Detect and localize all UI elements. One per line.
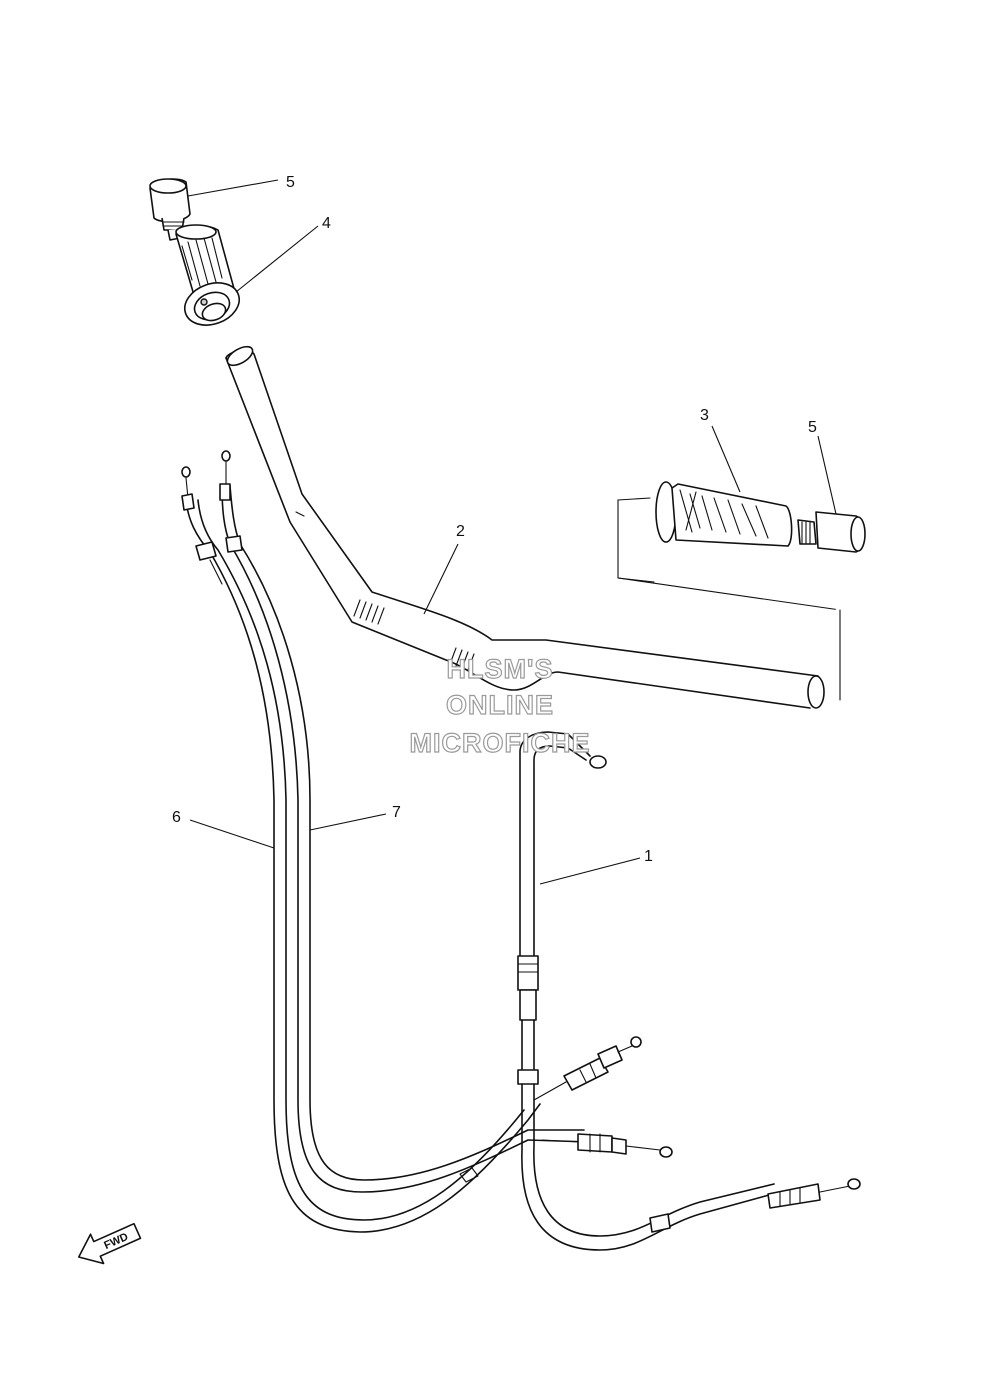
throttle-cable-7	[219, 450, 591, 1193]
callout-labels: 5 4 3 5 2 6 7 1	[172, 174, 817, 865]
callout-4: 4	[322, 215, 331, 232]
cable-adjuster-upper	[533, 1036, 642, 1101]
watermark-line-1: HLSM'S	[447, 654, 554, 684]
throttle-cable-6	[181, 466, 541, 1233]
callout-1: 1	[644, 848, 653, 865]
grip-left	[175, 224, 240, 326]
callout-2: 2	[456, 523, 465, 540]
assembly-guide-lines	[617, 497, 841, 701]
handlebar	[225, 345, 825, 709]
callout-6: 6	[172, 809, 181, 826]
leader-lines	[187, 179, 837, 885]
watermark-line-3: MICROFICHE	[410, 728, 591, 758]
watermark-line-2: ONLINE	[446, 690, 554, 720]
callout-5-right: 5	[808, 419, 817, 436]
watermark: HLSM'S ONLINE MICROFICHE	[409, 653, 591, 758]
callout-7: 7	[392, 804, 401, 821]
cable-1	[517, 731, 861, 1251]
forward-direction-arrow-icon: FWD	[77, 1222, 142, 1265]
cable-adjuster-lower	[541, 1133, 673, 1158]
bar-end-weight-right	[797, 511, 866, 553]
grip-right	[655, 481, 793, 547]
callout-5-left: 5	[286, 174, 295, 191]
callout-3: 3	[700, 407, 709, 424]
